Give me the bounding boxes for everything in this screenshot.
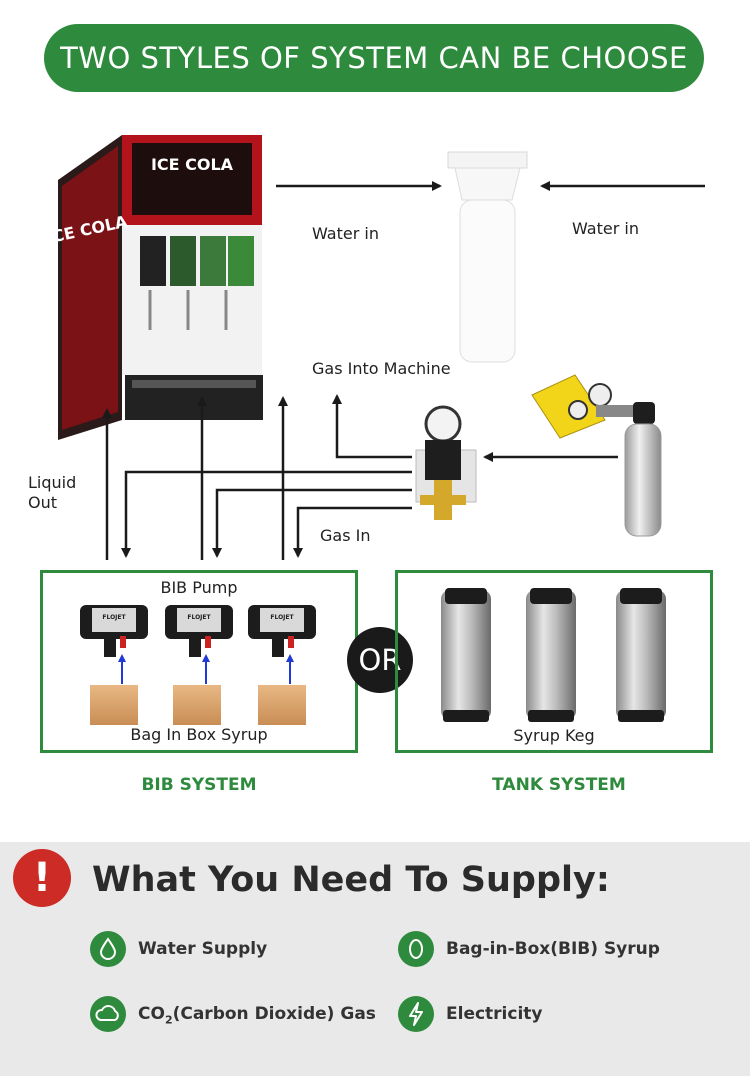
bib-syrup-label: Bag-in-Box(BIB) Syrup <box>446 939 660 959</box>
supply-section <box>0 842 750 1076</box>
bib-pump-1 <box>80 605 148 657</box>
gas-into-machine-label: Gas Into Machine <box>312 359 451 378</box>
bib-syrup-icon <box>398 931 434 967</box>
gas-into-machine-arrow <box>332 394 412 459</box>
system-diagram: ICE COLA ICE COLA <box>58 135 705 725</box>
title-banner: TWO STYLES OF SYSTEM CAN BE CHOOSE <box>44 24 704 92</box>
water-in-left-label: Water in <box>312 224 379 243</box>
electricity-label: Electricity <box>446 1004 543 1024</box>
tank-system-title: TANK SYSTEM <box>492 775 626 795</box>
water-drop-icon <box>90 931 126 967</box>
liquid-out-label: Liquid Out <box>28 473 77 512</box>
syrup-box-2 <box>173 685 221 725</box>
or-badge: OR <box>347 627 413 693</box>
syrup-keg-3 <box>616 588 666 722</box>
cola-dispenser <box>58 135 263 440</box>
gas-in-label: Gas In <box>320 526 371 545</box>
alert-icon: ! <box>13 849 71 907</box>
bib-pump-3 <box>248 605 316 657</box>
bib-pump-2 <box>165 605 233 657</box>
bib-pump-label: BIB Pump <box>160 578 238 597</box>
syrup-keg-label: Syrup Keg <box>513 726 595 745</box>
flow-arrows <box>102 181 705 560</box>
bib-system-title: BIB SYSTEM <box>141 775 257 795</box>
supply-title: What You Need To Supply: <box>92 860 610 900</box>
gas-regulator <box>415 405 477 520</box>
bag-in-box-syrup-label: Bag In Box Syrup <box>130 725 268 744</box>
gas-line-arrow-2 <box>212 488 412 558</box>
bib-pumps <box>80 605 316 725</box>
syrup-keg-2 <box>526 588 576 722</box>
pump-brand-3: FLOJET <box>270 614 294 621</box>
gas-line-arrow-3 <box>293 506 412 558</box>
syrup-keg-1 <box>441 588 491 722</box>
syrup-box-3 <box>258 685 306 725</box>
water-supply-label: Water Supply <box>138 939 268 959</box>
cloud-icon <box>90 996 126 1032</box>
co2-gas-label: CO2(Carbon Dioxide) Gas <box>138 1004 376 1027</box>
water-filter <box>447 151 528 363</box>
gas-line-arrow-1 <box>121 470 412 558</box>
machine-front-brand: ICE COLA <box>151 155 234 174</box>
pump-brand-2: FLOJET <box>187 614 211 621</box>
syrup-kegs <box>441 588 666 722</box>
co2-cylinder <box>531 374 662 537</box>
lightning-icon <box>398 996 434 1032</box>
water-in-right-label: Water in <box>572 219 639 238</box>
syrup-box-1 <box>90 685 138 725</box>
pump-brand-1: FLOJET <box>102 614 126 621</box>
